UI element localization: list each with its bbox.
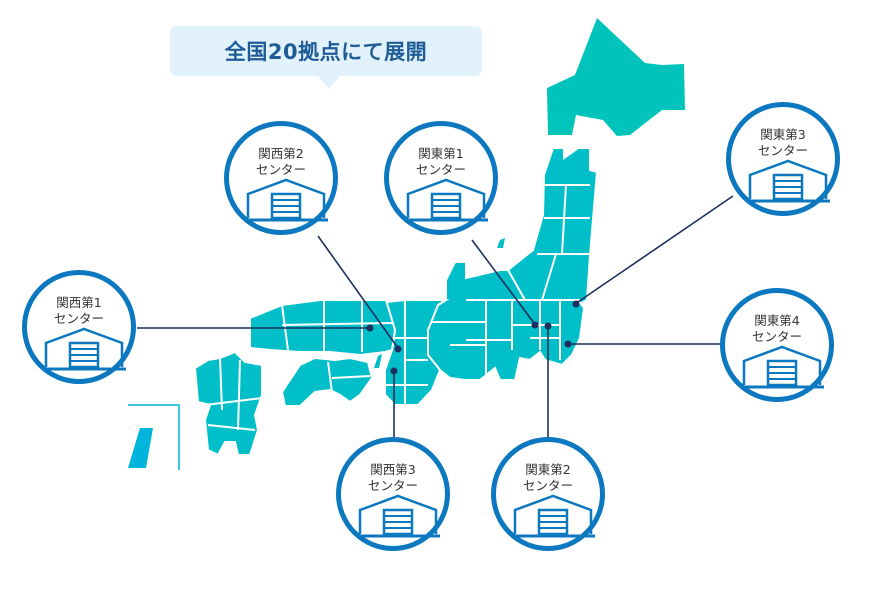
- center-suffix: センター: [53, 311, 104, 326]
- warehouse-icon: [511, 494, 595, 538]
- honshu-region: [193, 147, 599, 457]
- center-suffix: センター: [367, 478, 418, 493]
- center-name: 関東第4: [754, 313, 800, 328]
- okinawa-region: [128, 404, 180, 470]
- center-suffix: センター: [757, 143, 808, 158]
- center-name: 関東第2: [525, 462, 571, 477]
- connector-lines: [137, 195, 734, 454]
- hokkaido-region: [547, 18, 685, 136]
- center-suffix: センター: [255, 162, 306, 177]
- center-suffix: センター: [751, 329, 802, 344]
- headline-bubble: 全国20拠点にて展開: [170, 26, 482, 89]
- warehouse-icon: [740, 345, 824, 389]
- warehouse-icon: [42, 327, 126, 371]
- center-suffix: センター: [522, 478, 573, 493]
- headline-text: 全国20拠点にて展開: [224, 40, 428, 64]
- center-name: 関東第3: [760, 127, 806, 142]
- warehouse-icon: [404, 178, 488, 222]
- warehouse-icon: [356, 494, 440, 538]
- center-name: 関西第3: [370, 462, 416, 477]
- center-name: 関西第1: [56, 295, 102, 310]
- location-dots: [366, 300, 580, 375]
- center-name: 関西第2: [258, 146, 304, 161]
- warehouse-icon: [746, 159, 830, 203]
- center-name: 関東第1: [418, 146, 464, 161]
- center-suffix: センター: [415, 162, 466, 177]
- warehouse-icon: [244, 178, 328, 222]
